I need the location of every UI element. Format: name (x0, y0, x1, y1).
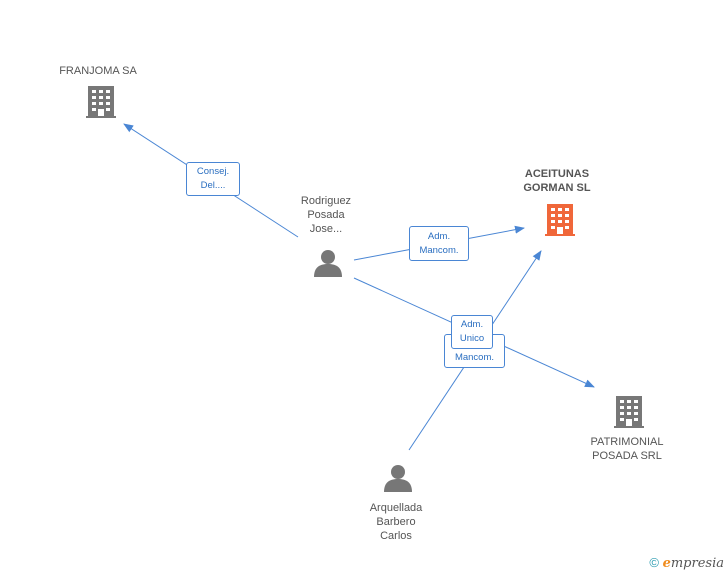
copyright-symbol: © (649, 555, 659, 570)
copyright-footer: © empresia (649, 555, 724, 571)
building-icon[interactable] (86, 86, 116, 118)
building-icon-focus[interactable] (545, 204, 575, 236)
node-label-rodriguez[interactable]: Rodriguez Posada Jose... (300, 195, 352, 235)
building-icon[interactable] (614, 396, 644, 428)
node-label-franjoma[interactable]: FRANJOMA SA (59, 65, 137, 77)
edge-label-adm-mancom[interactable]: Adm. Mancom. (409, 226, 469, 261)
node-label-arquellada[interactable]: Arquellada Barbero Carlos (369, 502, 423, 542)
node-label-patrimonial[interactable]: PATRIMONIAL POSADA SRL (590, 436, 664, 462)
edge-label-consej[interactable]: Consej. Del.... (186, 162, 240, 196)
person-icon[interactable] (314, 250, 342, 277)
node-label-aceitunas[interactable]: ACEITUNAS GORMAN SL (523, 168, 591, 194)
person-icon[interactable] (384, 465, 412, 492)
edge-label-adm-unico[interactable]: Adm. Unico (451, 315, 493, 349)
brand-logo: empresia (662, 556, 724, 571)
